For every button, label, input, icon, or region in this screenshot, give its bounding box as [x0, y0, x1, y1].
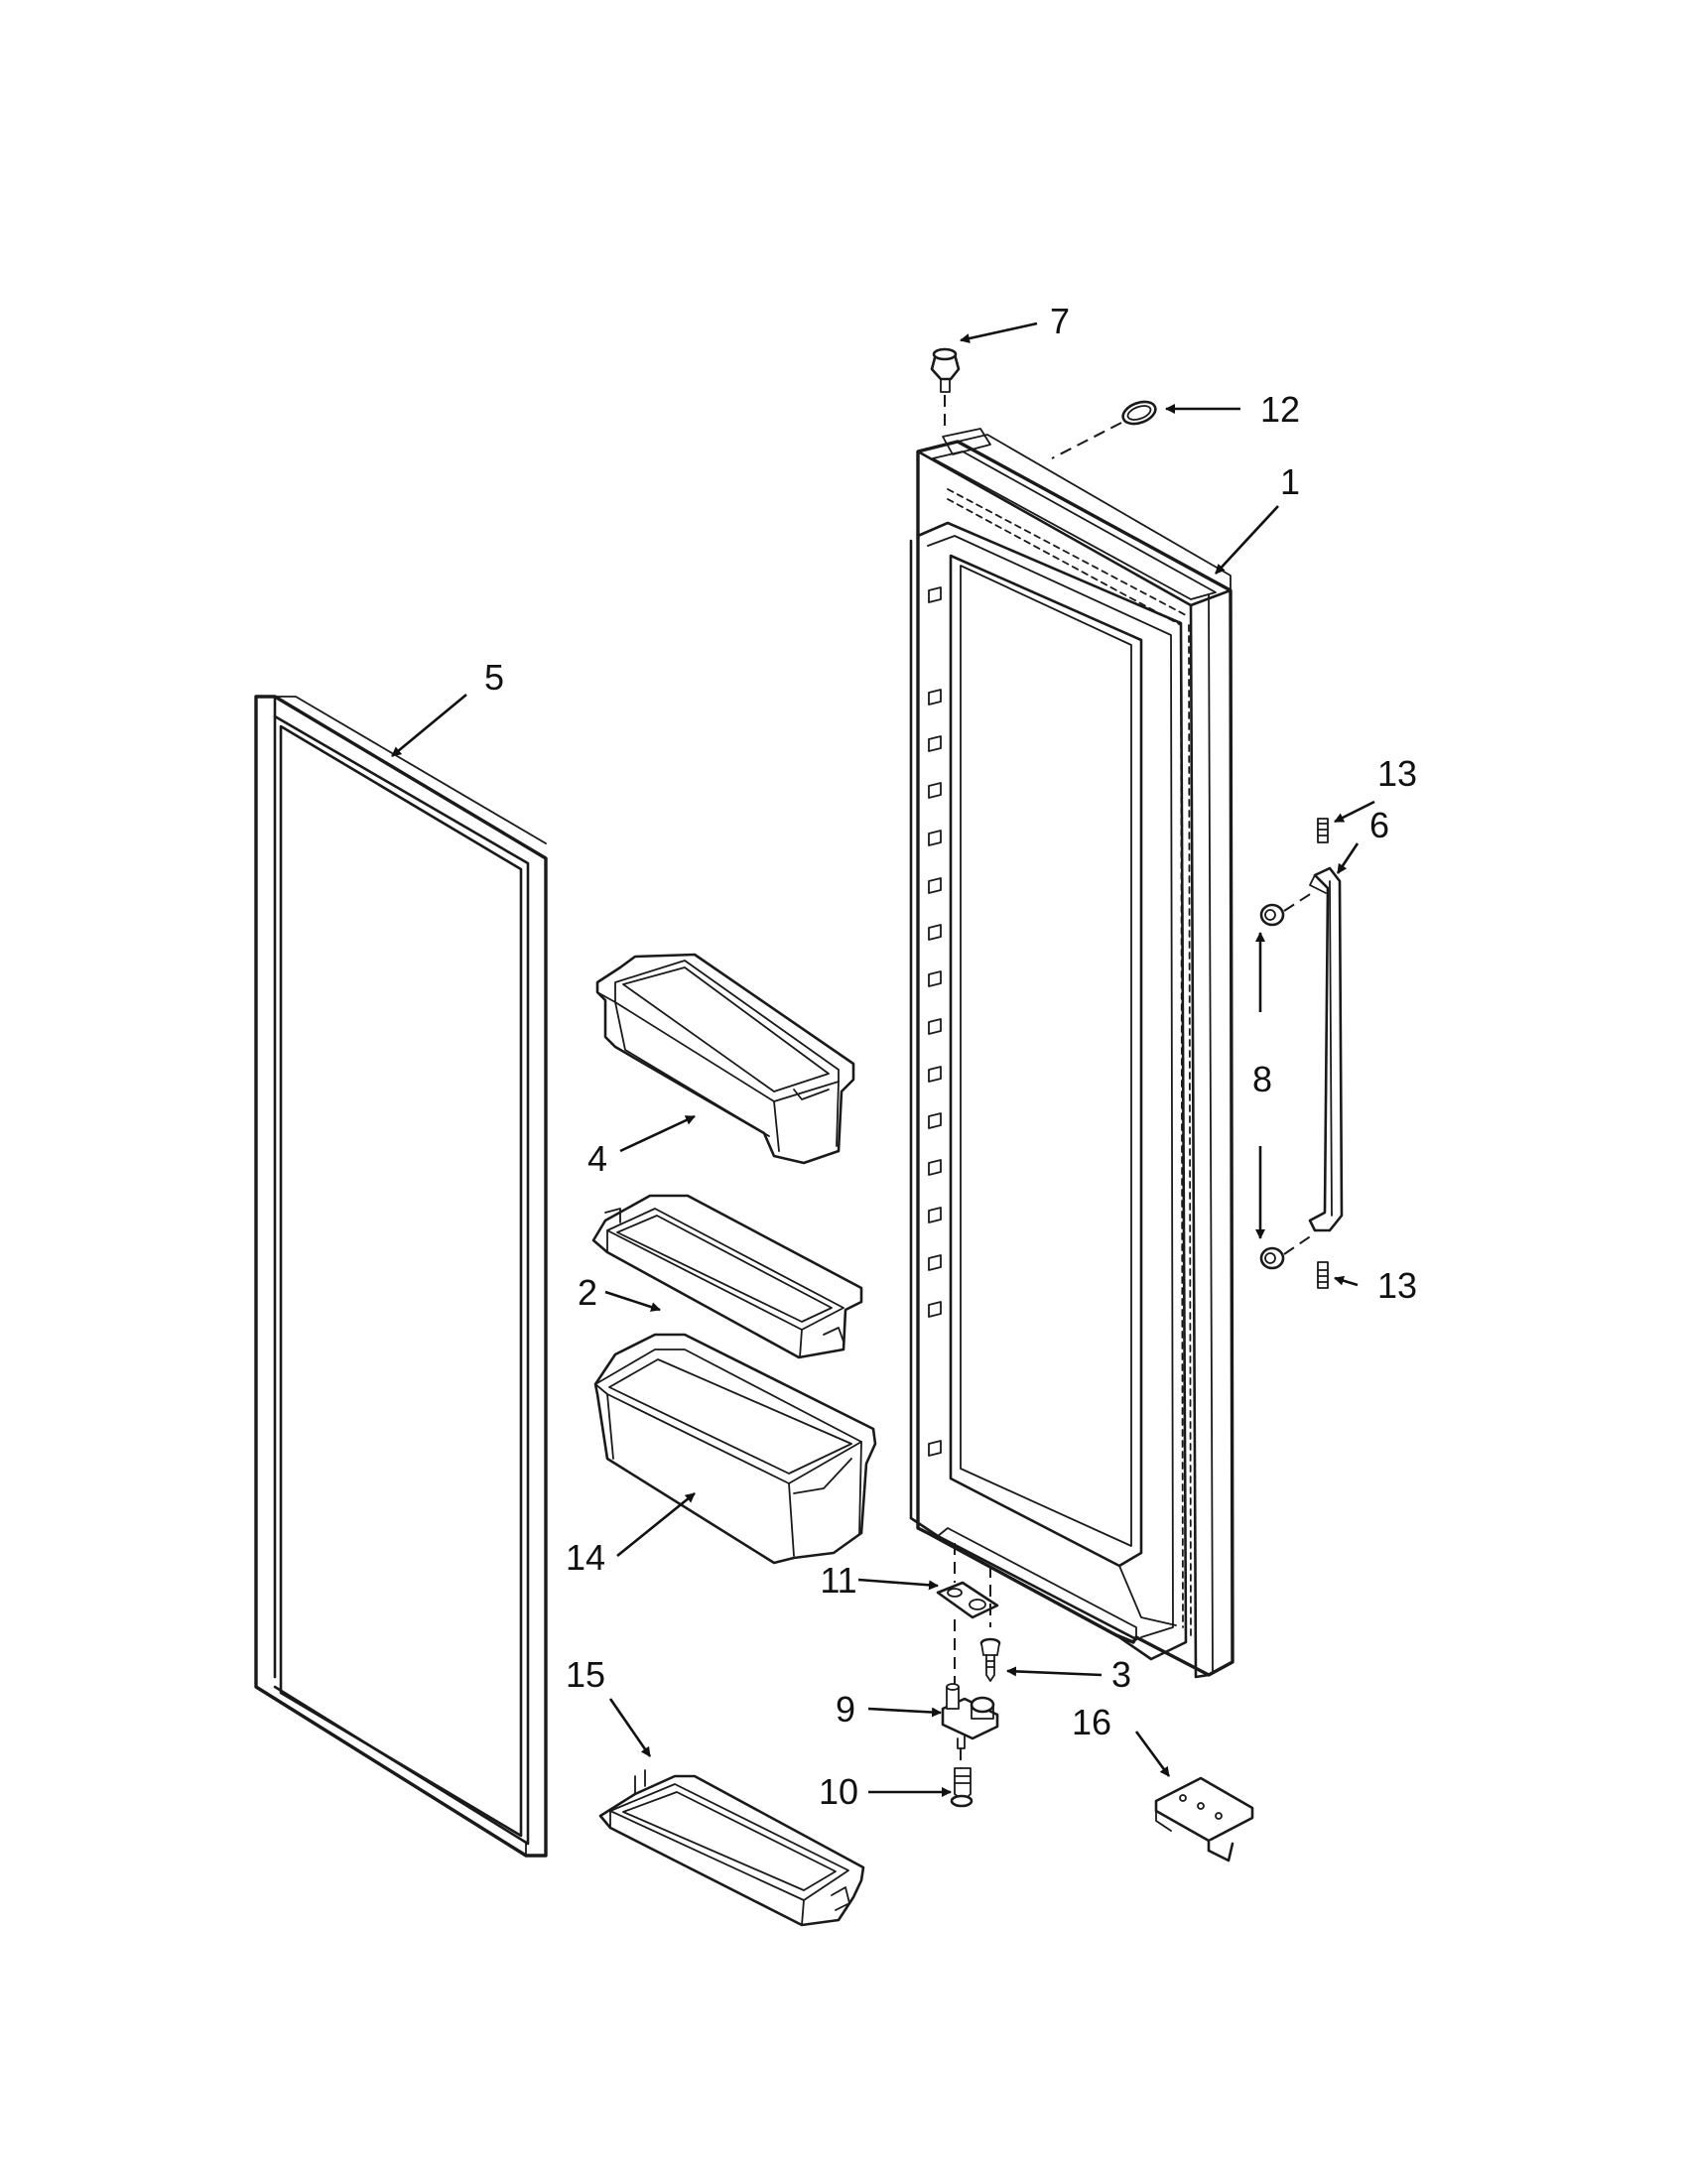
hinge-screw-part-10	[950, 1767, 974, 1808]
door-bin-part-4	[595, 953, 855, 1165]
door-bin-part-14	[593, 1333, 877, 1565]
screw-part-3	[979, 1637, 1001, 1682]
callout-5: 5	[484, 657, 504, 698]
refrigerator-door-part-1	[909, 428, 1234, 1679]
door-shelf-part-2	[591, 1194, 863, 1359]
o-ring-part-12	[1121, 400, 1157, 426]
callout-10: 10	[819, 1771, 858, 1812]
callout-13-bottom: 13	[1377, 1265, 1417, 1306]
callout-9: 9	[836, 1689, 855, 1730]
callout-2: 2	[578, 1272, 597, 1313]
callout-8: 8	[1252, 1059, 1272, 1099]
callout-1: 1	[1280, 461, 1300, 502]
callout-13-top: 13	[1377, 753, 1417, 794]
handle-screw-part-13-top	[1317, 818, 1329, 843]
callout-14: 14	[566, 1537, 605, 1578]
door-bin-part-15	[598, 1769, 865, 1927]
bottom-hinge-part-9	[941, 1683, 999, 1749]
hinge-plug-part-7	[930, 347, 961, 393]
door-gasket-part-5	[254, 695, 548, 1858]
callout-12: 12	[1260, 389, 1300, 430]
callout-6: 6	[1369, 805, 1389, 845]
callout-15: 15	[566, 1654, 605, 1695]
handle-spacer-part-8-top	[1259, 903, 1285, 927]
handle-screw-part-13-bottom	[1317, 1261, 1329, 1289]
callout-11: 11	[820, 1560, 856, 1601]
callout-7: 7	[1050, 301, 1070, 341]
callout-4: 4	[587, 1138, 607, 1179]
hinge-bracket-part-16	[1154, 1776, 1254, 1863]
leader-lines	[391, 321, 1375, 1797]
door-handle-part-6	[1308, 866, 1344, 1232]
hinge-shim-part-11	[936, 1581, 999, 1619]
callout-16: 16	[1072, 1702, 1111, 1742]
callout-3: 3	[1111, 1654, 1131, 1695]
callout-labels: 7 12 1 5 13 6 8 4 2 13 14 11 15 3 9 16 1…	[484, 301, 1417, 1812]
handle-spacer-part-8-bottom	[1259, 1246, 1285, 1270]
